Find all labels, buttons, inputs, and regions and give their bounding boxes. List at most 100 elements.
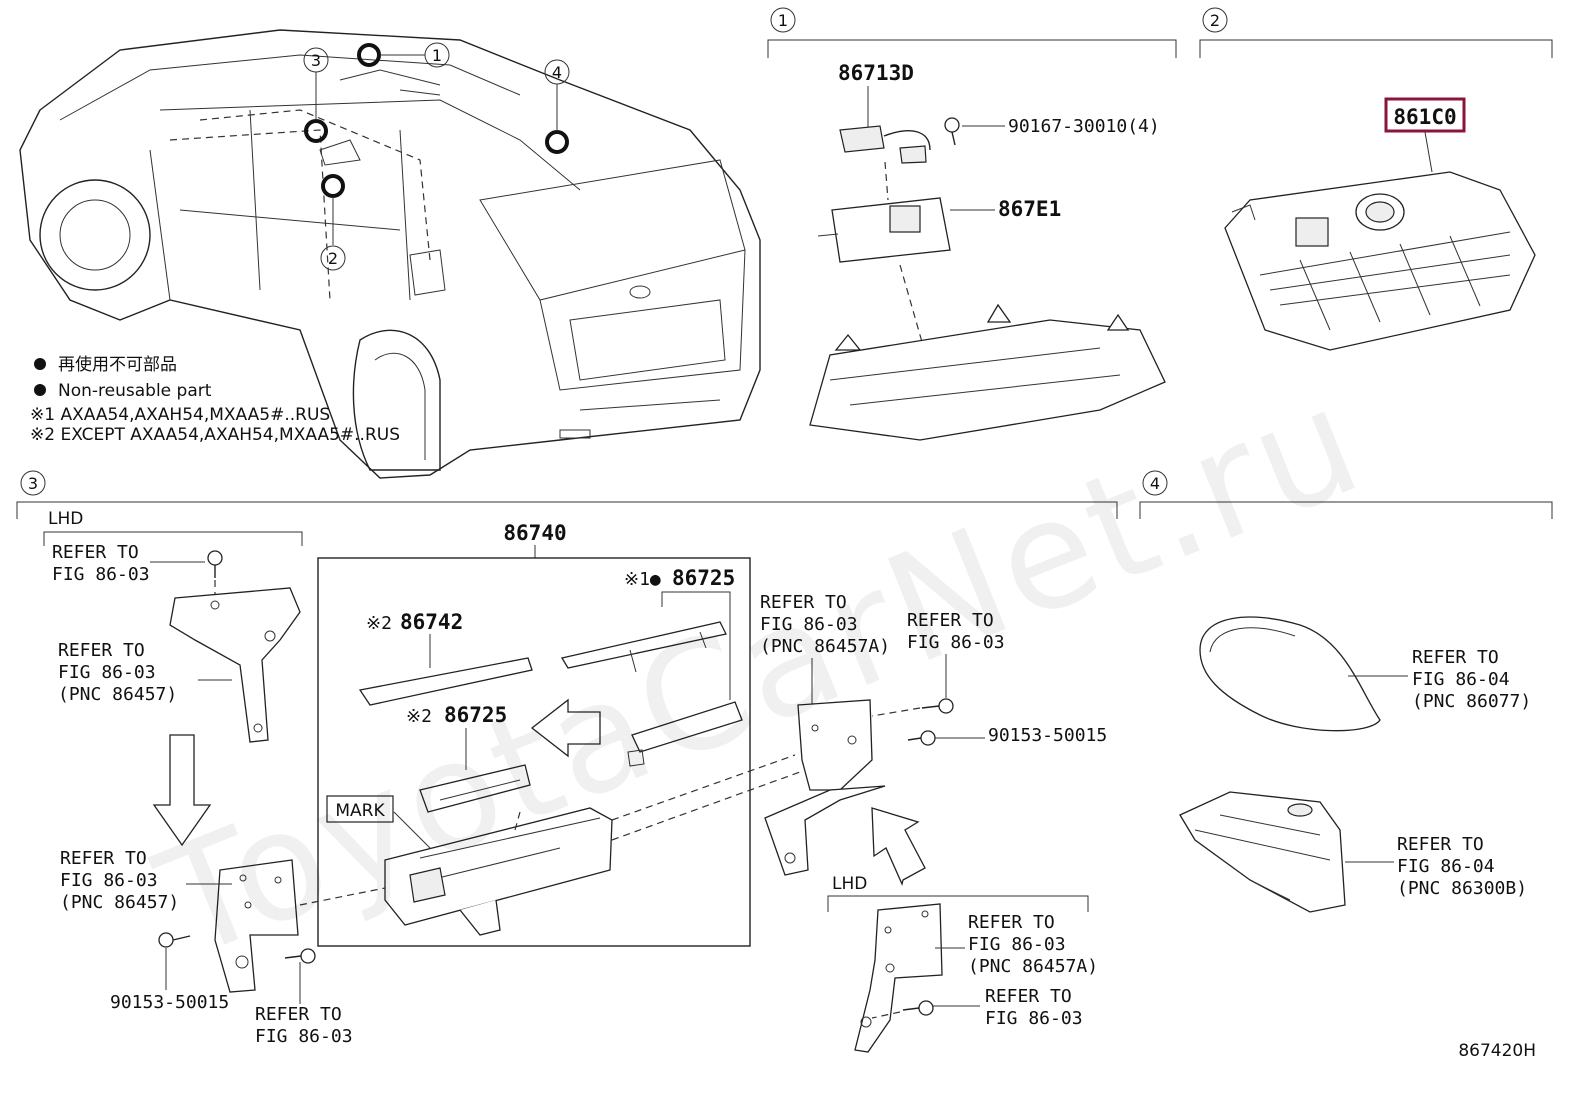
refer-4a-line1: REFER TO [1412, 647, 1499, 668]
non-reusable-dot-icon [34, 358, 46, 370]
location-marker-3 [304, 119, 328, 143]
bracket-right-lower [764, 785, 886, 876]
connector-harness-86713D [839, 125, 931, 164]
refer-a-line1: REFER TO [52, 542, 139, 563]
part-90167-label: 90167-30010(4) [1008, 116, 1160, 137]
section-1-callout: 1 [778, 11, 788, 30]
vehicle-callout-4: 4 [544, 59, 570, 85]
refer-a-line2: FIG 86-03 [52, 564, 150, 585]
bracket-bottom [214, 859, 299, 993]
lhd-label-top: LHD [48, 509, 83, 529]
camera-module-861C0 [1224, 171, 1536, 351]
overhead-console-housing [809, 303, 1166, 441]
part-86725a-prefix: ※1● [624, 569, 661, 590]
figure-code: 867420H [1458, 1041, 1536, 1061]
part-86725b-label: 86725 [444, 703, 507, 727]
refer-g-line1: REFER TO [968, 912, 1055, 933]
part-86742-prefix: ※2 [366, 613, 392, 634]
legend-japanese: 再使用不可部品 [58, 354, 177, 375]
bolt-icon [902, 1000, 934, 1016]
legend: 再使用不可部品 Non-reusable part ※1 AXAA54,AXAH… [30, 354, 400, 445]
bolt-right-label: 90153-50015 [988, 725, 1107, 746]
section-2: 2 861C0 [1199, 7, 1553, 351]
bolt-left-label: 90153-50015 [110, 992, 229, 1013]
sensor-stick [627, 701, 743, 767]
vehicle-callout-1: 1 [424, 42, 450, 68]
part-86725b-prefix: ※2 [406, 706, 432, 727]
assembly-86740-label: 86740 [503, 521, 566, 545]
part-86713D-label: 86713D [838, 61, 914, 85]
svg-text:1: 1 [432, 46, 442, 65]
refer-d-line1: REFER TO [255, 1004, 342, 1025]
bolt-icon [207, 550, 223, 578]
svg-text:3: 3 [311, 51, 321, 70]
svg-text:2: 2 [328, 249, 338, 268]
refer-e-line2: FIG 86-03 [760, 614, 858, 635]
part-861C0-label[interactable]: 861C0 [1393, 105, 1456, 129]
vehicle-callout-3: 3 [303, 47, 329, 73]
part-86725a-label: 86725 [672, 566, 735, 590]
cover-86742 [358, 657, 533, 706]
module-867E1 [817, 197, 951, 263]
refer-4b-line3: (PNC 86300B) [1397, 878, 1527, 899]
refer-b-line2: FIG 86-03 [58, 662, 156, 683]
refer-f-line2: FIG 86-03 [907, 632, 1005, 653]
refer-f-line1: REFER TO [907, 610, 994, 631]
section-2-callout: 2 [1210, 11, 1220, 30]
refer-c-line1: REFER TO [60, 848, 147, 869]
receiver-unit [384, 807, 613, 936]
legend-note-2: ※2 EXCEPT AXAA54,AXAH54,MXAA5#..RUS [30, 425, 400, 445]
refer-4b-line2: FIG 86-04 [1397, 856, 1495, 877]
legend-note-1: ※1 AXAA54,AXAH54,MXAA5#..RUS [30, 405, 330, 425]
section-3: 3 LHD REFER TO FIG 86-03 REFER TO FIG 86… [16, 470, 1118, 1053]
left-arrow-icon [530, 698, 601, 758]
part-86742-label: 86742 [400, 610, 463, 634]
refer-g-line3: (PNC 86457A) [968, 956, 1098, 977]
location-marker-1 [357, 43, 381, 67]
refer-4b-line1: REFER TO [1397, 834, 1484, 855]
section-1: 1 86713D 90167-30010(4) 867E1 [767, 7, 1177, 441]
non-reusable-dot-icon [34, 384, 46, 396]
refer-4a-line3: (PNC 86077) [1412, 691, 1531, 712]
camera-housing [1179, 791, 1346, 913]
cover-86725-upper [560, 621, 727, 673]
down-arrow-icon [152, 734, 212, 847]
refer-g-line2: FIG 86-03 [968, 934, 1066, 955]
part-867E1-label: 867E1 [998, 197, 1061, 221]
bolt-icon [921, 698, 954, 714]
refer-c-line3: (PNC 86457) [60, 892, 179, 913]
refer-e-line1: REFER TO [760, 592, 847, 613]
part-861C0-highlight [1384, 97, 1466, 133]
refer-e-line3: (PNC 86457A) [760, 636, 890, 657]
up-arrow-icon [871, 807, 926, 886]
refer-b-line3: (PNC 86457) [58, 684, 177, 705]
section-4-callout: 4 [1150, 474, 1160, 493]
bracket-bottom-lhd [854, 903, 943, 1053]
watermark-text: ToyotaCarNet.ru [136, 353, 1384, 992]
location-marker-4 [545, 130, 569, 154]
legend-non-reusable: Non-reusable part [58, 381, 212, 401]
bolt-90153-right-icon [907, 730, 936, 746]
refer-h-line1: REFER TO [985, 986, 1072, 1007]
lens-cover [1199, 616, 1381, 732]
section-4: 4 REFER TO FIG 86-04 (PNC 86077) REFER T… [1139, 470, 1553, 913]
vehicle-illustration [19, 29, 761, 479]
svg-text:4: 4 [552, 63, 562, 82]
assembly-86740-frame [317, 557, 751, 947]
bolt-90153-left-icon [158, 932, 191, 948]
refer-b-line1: REFER TO [58, 640, 145, 661]
mark-label: MARK [335, 801, 385, 821]
bolt-icon [284, 948, 316, 964]
refer-h-line2: FIG 86-03 [985, 1008, 1083, 1029]
screw-90167-icon [944, 117, 960, 146]
cover-86725-lower [419, 764, 531, 813]
lhd-label-bottom: LHD [832, 874, 867, 894]
mark-label-box [326, 795, 394, 823]
bracket-top-lhd [169, 587, 301, 743]
location-marker-2 [321, 174, 345, 198]
refer-d-line2: FIG 86-03 [255, 1026, 353, 1047]
vehicle-callout-2: 2 [320, 245, 346, 271]
section-3-callout: 3 [28, 474, 38, 493]
refer-c-line2: FIG 86-03 [60, 870, 158, 891]
